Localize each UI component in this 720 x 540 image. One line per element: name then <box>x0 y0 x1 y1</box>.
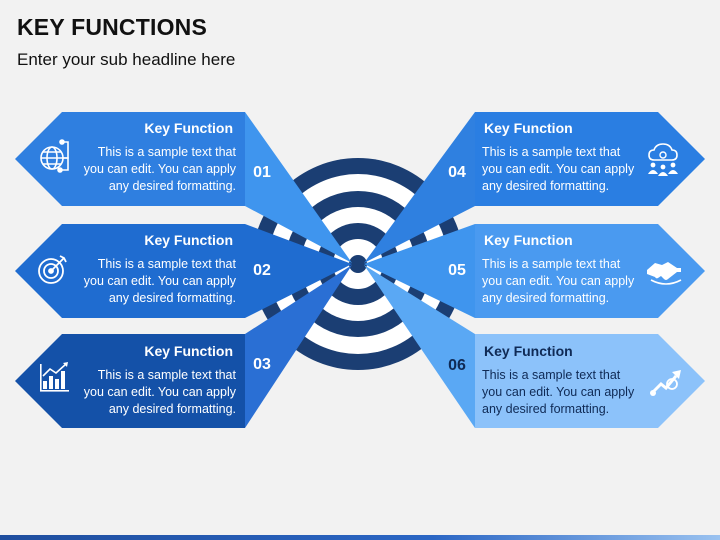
cloud-team-icon <box>648 143 678 176</box>
card-01-line-2: you can edit. You can apply <box>84 162 237 176</box>
card-06-title: Key Function <box>484 343 573 359</box>
footer-accent-bar <box>0 535 720 540</box>
card-06-text: Key Function This is a sample text that … <box>482 343 635 416</box>
card-04-line-2: you can edit. You can apply <box>482 162 635 176</box>
card-01-title: Key Function <box>144 120 233 136</box>
card-03-shape <box>15 334 245 428</box>
growth-chart-icon <box>650 370 681 396</box>
card-06-shape <box>475 334 705 428</box>
card-06-line-1: This is a sample text that <box>482 368 621 382</box>
target-dart-icon <box>38 255 67 284</box>
card-02-line-2: you can edit. You can apply <box>84 274 237 288</box>
ray-03 <box>245 265 352 428</box>
card-02-text: Key Function This is a sample text that … <box>84 232 237 305</box>
card-02-shape <box>15 224 245 318</box>
card-02-title: Key Function <box>144 232 233 248</box>
card-04-shape <box>475 112 705 206</box>
card-05-text: Key Function This is a sample text that … <box>482 232 635 305</box>
card-03-line-1: This is a sample text that <box>98 368 237 382</box>
card-06-number: 06 <box>448 357 466 374</box>
card-06-line-2: you can edit. You can apply <box>482 385 635 399</box>
card-04-line-3: any desired formatting. <box>482 179 609 193</box>
ray-02 <box>245 224 352 318</box>
card-03-number: 03 <box>253 356 271 373</box>
ray-05 <box>364 224 475 318</box>
card-05-shape <box>475 224 705 318</box>
card-05-title: Key Function <box>484 232 573 248</box>
ray-04 <box>364 112 475 263</box>
handshake-icon <box>647 262 682 285</box>
card-01-number: 01 <box>253 164 271 181</box>
card-05-number: 05 <box>448 262 466 279</box>
card-02-line-1: This is a sample text that <box>98 257 237 271</box>
card-02-number: 02 <box>253 262 271 279</box>
card-03-line-2: you can edit. You can apply <box>84 385 237 399</box>
card-01-text: Key Function This is a sample text that … <box>84 120 237 193</box>
card-02-line-3: any desired formatting. <box>109 291 236 305</box>
page-subtitle: Enter your sub headline here <box>17 50 236 69</box>
card-05-line-3: any desired formatting. <box>482 291 609 305</box>
card-01-line-3: any desired formatting. <box>109 179 236 193</box>
card-04-number: 04 <box>448 164 466 181</box>
card-03-line-3: any desired formatting. <box>109 402 236 416</box>
card-03-title: Key Function <box>144 343 233 359</box>
card-04-line-1: This is a sample text that <box>482 145 621 159</box>
globe-network-icon <box>40 139 69 173</box>
card-04-text: Key Function This is a sample text that … <box>482 120 635 193</box>
target-bullseye <box>349 255 367 273</box>
card-04-title: Key Function <box>484 120 573 136</box>
card-03-text: Key Function This is a sample text that … <box>84 343 237 416</box>
ray-01 <box>245 112 352 263</box>
ray-06 <box>364 265 475 428</box>
page-title: KEY FUNCTIONS <box>17 14 208 40</box>
card-05-line-1: This is a sample text that <box>482 257 621 271</box>
card-05-line-2: you can edit. You can apply <box>482 274 635 288</box>
cards <box>15 112 705 428</box>
card-01-shape <box>15 112 245 206</box>
card-06-line-3: any desired formatting. <box>482 402 609 416</box>
card-01-line-1: This is a sample text that <box>98 145 237 159</box>
bar-chart-growth-icon <box>40 362 69 392</box>
rays <box>245 112 475 428</box>
